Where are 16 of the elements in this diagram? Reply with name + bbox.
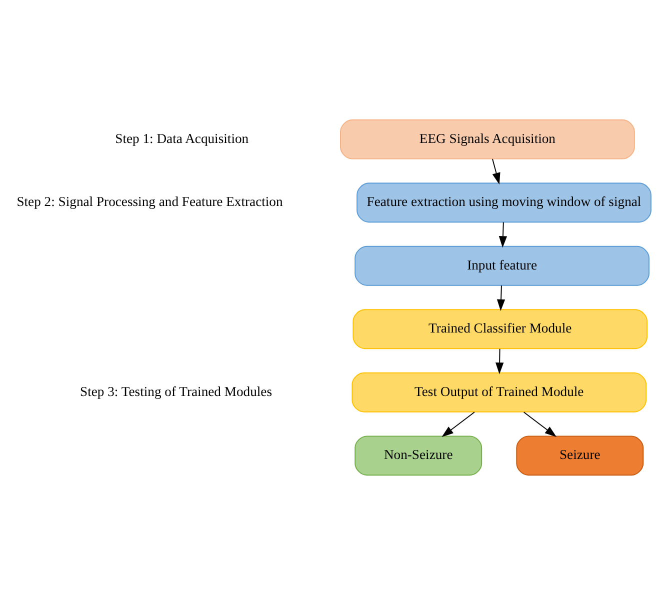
arrow xyxy=(442,411,475,436)
node-box: Non-Seizure xyxy=(354,435,482,476)
node-box: Seizure xyxy=(516,435,644,476)
arrow xyxy=(496,284,506,311)
node-box: Input feature xyxy=(354,245,650,286)
label: Step 3: Testing of Trained Modules xyxy=(80,383,272,398)
node-box: Test Output of Trained Module xyxy=(352,372,647,412)
node-box: Trained Classifier Module xyxy=(352,308,648,349)
arrow xyxy=(498,221,508,248)
arrow xyxy=(523,411,557,436)
label: Step 1: Data Acquisition xyxy=(115,130,249,146)
label: Step 2: Signal Processing and Feature Extraction xyxy=(16,194,283,209)
node-box: EEG Signals Acquisition xyxy=(340,118,635,159)
node-box: Feature extraction using moving window of signal xyxy=(356,182,652,222)
arrow xyxy=(492,158,500,184)
arrow xyxy=(496,348,504,374)
